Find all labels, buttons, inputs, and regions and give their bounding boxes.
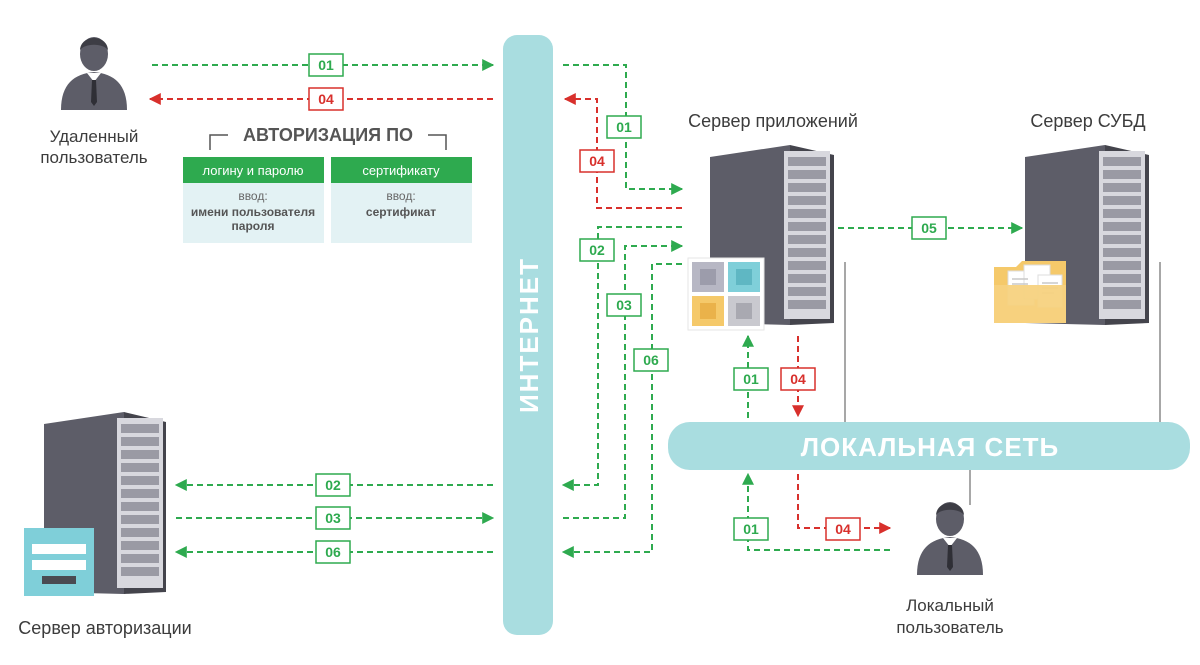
badge-app-auth-06: 06 (633, 348, 669, 372)
arrow-app-auth-06 (561, 263, 682, 558)
arrow-localuser-net-01 (742, 472, 890, 551)
svg-text:01: 01 (318, 57, 334, 73)
auth-tab-cert (331, 157, 472, 183)
badge-internet-app-01: 01 (606, 115, 642, 139)
badge-auth-02: 02 (315, 473, 351, 497)
db-server-label: Сервер СУБД (1030, 111, 1145, 131)
local-network-bar (668, 422, 1190, 470)
badge-localuser-04: 04 (825, 517, 861, 541)
badge-auth-03: 03 (315, 506, 351, 530)
svg-text:02: 02 (589, 242, 605, 258)
auth-tab-login-label: логину и паролю (203, 163, 304, 178)
svg-text:06: 06 (643, 352, 659, 368)
badge-auth-app-03: 03 (606, 293, 642, 317)
auth-tab-cert-label: сертификату (362, 163, 440, 178)
badge-local-app-01: 01 (733, 367, 769, 391)
login-form-icon (24, 528, 94, 596)
local-network-label: ЛОКАЛЬНАЯ СЕТЬ (801, 432, 1060, 462)
badge-app-local-04: 04 (780, 367, 816, 391)
local-user-icon (917, 502, 983, 575)
svg-text:02: 02 (325, 477, 341, 493)
svg-text:01: 01 (743, 371, 759, 387)
badge-remote-04: 04 (308, 87, 344, 111)
auth-login-line-2: имени пользователя (191, 205, 315, 219)
badge-localuser-01: 01 (733, 517, 769, 541)
svg-text:06: 06 (325, 544, 341, 560)
auth-login-body (183, 183, 324, 243)
remote-user-label-2: пользователь (40, 148, 147, 167)
remote-user-icon (61, 37, 127, 110)
auth-cert-line-2: сертификат (366, 205, 436, 219)
db-server-icon (1025, 145, 1149, 325)
app-modules-icon (687, 257, 765, 331)
badge-app-db-05: 05 (911, 216, 947, 240)
arrow-app-auth-02 (561, 226, 682, 491)
auth-tab-login (183, 157, 324, 183)
svg-text:01: 01 (616, 119, 632, 135)
badge-remote-01: 01 (308, 53, 344, 77)
arrow-internet-app-03 (563, 240, 684, 519)
arrow-app-internet-04 (563, 93, 682, 209)
svg-text:04: 04 (835, 521, 851, 537)
auth-title: АВТОРИЗАЦИЯ ПО (243, 125, 413, 145)
svg-text:04: 04 (790, 371, 806, 387)
auth-cert-line-1: ввод: (386, 189, 415, 203)
local-user-label-2: пользователь (896, 618, 1003, 637)
svg-text:04: 04 (589, 153, 605, 169)
svg-text:03: 03 (325, 510, 341, 526)
badge-auth-06: 06 (315, 540, 351, 564)
badge-app-internet-04: 04 (579, 149, 615, 173)
auth-login-line-1: ввод: (238, 189, 267, 203)
folder-documents-icon (994, 261, 1066, 323)
auth-method-panel: АВТОРИЗАЦИЯ ПО логину и паролю ввод: име… (183, 125, 472, 243)
svg-text:04: 04 (318, 91, 334, 107)
auth-login-line-3: пароля (232, 219, 275, 233)
internet-bar (503, 35, 553, 635)
badge-app-auth-02: 02 (579, 238, 615, 262)
svg-text:03: 03 (616, 297, 632, 313)
svg-text:01: 01 (743, 521, 759, 537)
app-server-icon (710, 145, 834, 325)
auth-cert-body (331, 183, 472, 243)
svg-text:05: 05 (921, 220, 937, 236)
app-server-label: Сервер приложений (688, 111, 858, 131)
remote-user-label-1: Удаленный (50, 127, 139, 146)
auth-server-label: Сервер авторизации (18, 618, 191, 638)
internet-label: ИНТЕРНЕТ (514, 257, 544, 413)
local-user-label-1: Локальный (906, 596, 994, 615)
